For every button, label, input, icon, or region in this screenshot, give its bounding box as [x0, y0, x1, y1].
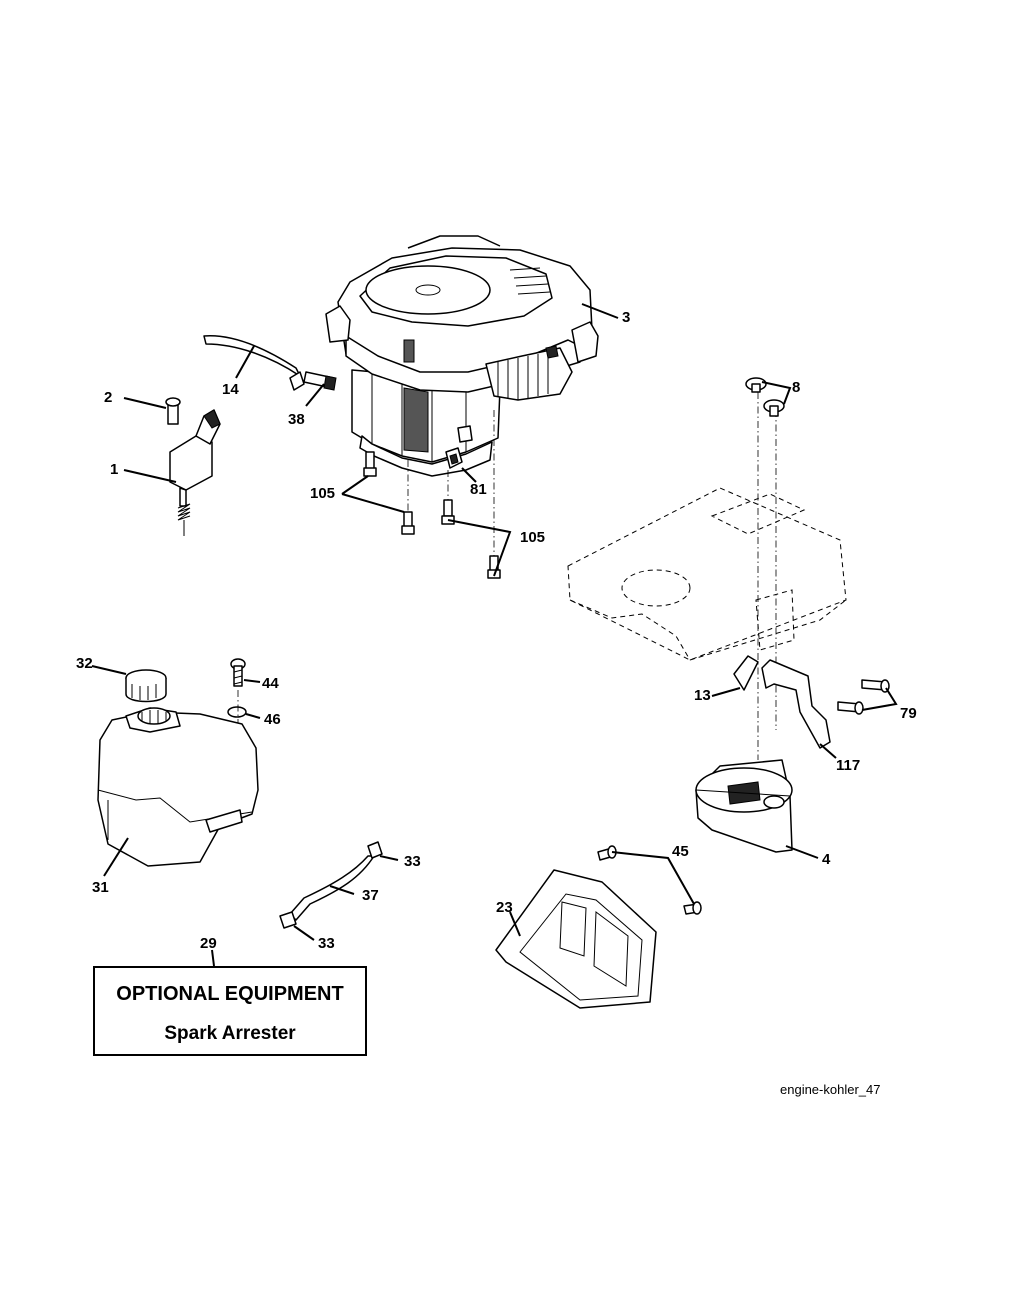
exhaust-bolts [837, 679, 890, 715]
callout-46: 46 [264, 711, 281, 728]
hose-clamp [289, 371, 305, 391]
callout-37: 37 [362, 887, 379, 904]
heat-shield [495, 869, 657, 1009]
heat-shield-screws [597, 845, 702, 915]
callout-105-right: 105 [520, 529, 545, 546]
exhaust-gasket [733, 655, 759, 691]
callout-29: 29 [200, 935, 217, 952]
callout-79: 79 [900, 705, 917, 722]
callout-4: 4 [822, 851, 831, 868]
hose-clamps [279, 841, 383, 929]
fuel-fitting [303, 371, 337, 391]
optional-equipment-title: OPTIONAL EQUIPMENT [116, 983, 343, 1005]
fuel-tank [97, 707, 259, 867]
callout-45: 45 [672, 843, 689, 860]
callout-2: 2 [104, 389, 112, 406]
callout-38: 38 [288, 411, 305, 428]
tank-washer [227, 706, 247, 718]
figure-id: engine-kohler_47 [780, 1082, 880, 1097]
callout-117: 117 [836, 757, 860, 774]
drain-plug [445, 447, 463, 469]
tank-screw [230, 658, 246, 687]
callout-32: 32 [76, 655, 93, 672]
callout-1: 1 [110, 461, 118, 478]
callout-31: 31 [92, 879, 109, 896]
callout-14: 14 [222, 381, 239, 398]
engine-mount-bolts [363, 451, 501, 579]
callout-33-top: 33 [404, 853, 421, 870]
callout-44: 44 [262, 675, 279, 692]
fuel-line [203, 335, 301, 377]
callout-33-bottom: 33 [318, 935, 335, 952]
callout-105-left: 105 [310, 485, 335, 502]
throttle-control [165, 397, 221, 536]
callout-23: 23 [496, 899, 513, 916]
callout-8: 8 [792, 379, 800, 396]
leader-lines [91, 303, 898, 967]
fuel-cap [125, 669, 167, 703]
optional-equipment-subtitle: Spark Arrester [164, 1023, 296, 1044]
muffler [695, 759, 793, 853]
callout-81: 81 [470, 481, 487, 498]
fuel-hose [289, 855, 375, 921]
frame-outline [567, 392, 847, 760]
exhaust-pipe [761, 659, 831, 749]
flange-nuts [745, 377, 785, 417]
optional-equipment-box: OPTIONAL EQUIPMENT Spark Arrester [93, 966, 367, 1056]
callout-3: 3 [622, 309, 630, 326]
callout-13: 13 [694, 687, 711, 704]
engine-assembly [325, 235, 599, 477]
